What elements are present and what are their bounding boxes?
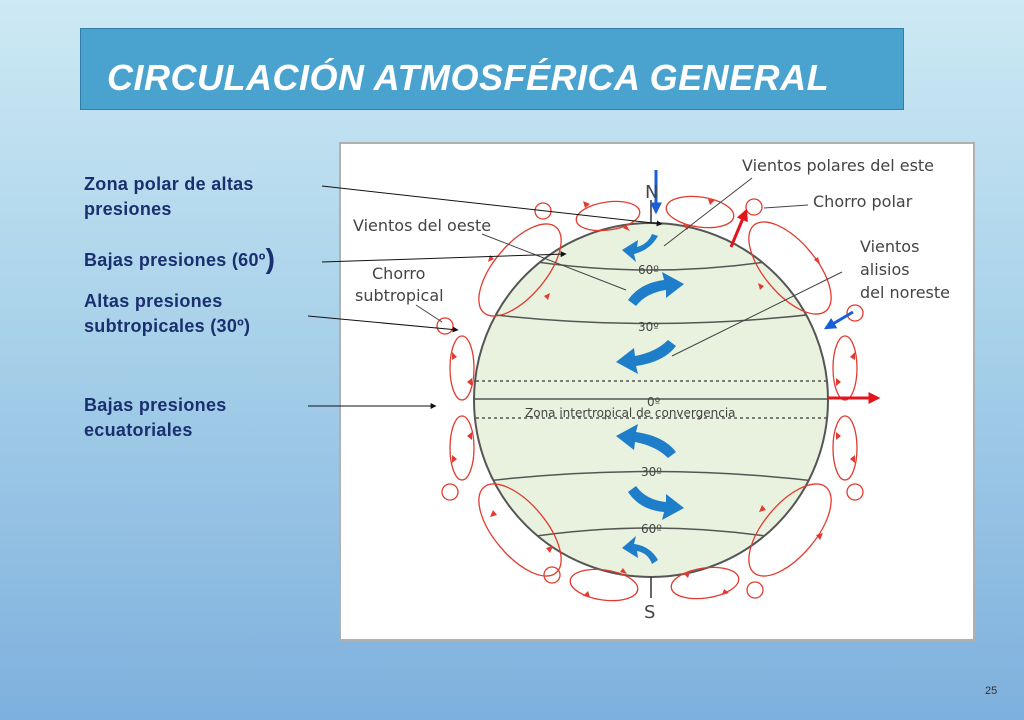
label-westerlies: Vientos del oeste [353, 216, 491, 235]
subtropical-jet-circle-w [436, 317, 454, 335]
label-polar-high-line2: presiones [84, 199, 172, 219]
wind-arrow-trade-s [616, 424, 676, 458]
hadley-cell-ne [832, 335, 858, 401]
label-lat-30n: 30º [638, 320, 659, 334]
label-polar-high: Zona polar de altas presiones [84, 172, 254, 222]
hadley-cell-sw [449, 415, 475, 481]
label-trade-winds-3: del noreste [860, 283, 950, 302]
label-subtropical-high-line1: Altas presiones [84, 291, 223, 311]
circulation-cells [436, 195, 864, 602]
hadley-cell-se [832, 415, 858, 481]
wind-arrow-westerly-s [628, 486, 684, 520]
jet-circle-s1 [543, 566, 561, 584]
label-south: S [644, 602, 655, 623]
label-trade-winds-1: Vientos [860, 237, 919, 256]
cell-arrowheads [452, 199, 855, 597]
label-lat-60n: 60º [638, 263, 659, 277]
label-equatorial-low-line1: Bajas presiones [84, 395, 227, 415]
wind-arrows [616, 234, 684, 564]
title-box: CIRCULACIÓN ATMOSFÉRICA GENERAL [80, 28, 904, 110]
wind-arrow-trade-n [616, 340, 676, 374]
label-lat-0: 0º [647, 395, 661, 409]
wind-arrow-polar-easterly-s [622, 536, 658, 564]
label-lat-60s: 60º [641, 522, 662, 536]
hadley-cell-nw [449, 335, 475, 401]
label-low-60-text: Bajas presiones (60º [84, 250, 266, 270]
label-equatorial-low: Bajas presiones ecuatoriales [84, 393, 227, 443]
label-trade-winds-2: alisios [860, 260, 910, 279]
ferrel-cell-sw [478, 483, 562, 577]
polar-cell-se [670, 566, 740, 600]
label-polar-easterlies: Vientos polares del este [742, 156, 934, 175]
subtropical-jet-circle-e [846, 304, 864, 322]
label-itcz: Zona intertropical de convergencia [525, 406, 736, 420]
latitude-line-30n [474, 311, 828, 325]
label-equatorial-low-line2: ecuatoriales [84, 420, 193, 440]
red-arrow-polar-jet [729, 208, 748, 248]
wind-arrow-polar-easterly-n [622, 234, 658, 262]
jet-circle-se [846, 483, 864, 501]
ferrel-cell-nw [478, 223, 562, 317]
label-low-60: Bajas presiones (60º) [84, 243, 276, 274]
ferrel-cell-ne [748, 221, 832, 315]
label-pointer-lines [307, 185, 663, 409]
polar-cell-ne [665, 195, 735, 229]
label-subtropical-high-line2: subtropicales (30º) [84, 316, 251, 336]
polar-cell-nw [575, 200, 641, 232]
pointer-low-60 [321, 251, 567, 263]
label-polar-high-line1: Zona polar de altas [84, 174, 254, 194]
label-subtropical-high: Altas presiones subtropicales (30º) [84, 289, 250, 339]
polar-cell-sw [569, 568, 639, 602]
blue-arrow-trade [823, 310, 854, 330]
ferrel-cell-se [748, 483, 832, 577]
label-north: N [645, 182, 658, 203]
label-lat-30s: 30º [641, 465, 662, 479]
jet-circle-nw [534, 202, 552, 220]
label-subtropical-jet-2: subtropical [355, 286, 444, 305]
pointer-polar-high [321, 185, 663, 227]
jet-circle-s2 [746, 581, 764, 599]
latitude-line-30s [474, 470, 828, 484]
jet-circle-sw [441, 483, 459, 501]
label-subtropical-jet-1: Chorro [372, 264, 425, 283]
page-number: 25 [985, 685, 998, 697]
diagram-leader-lines [415, 177, 843, 357]
slide-title: CIRCULACIÓN ATMOSFÉRICA GENERAL [107, 57, 830, 98]
pointer-subtropical-high [307, 315, 459, 333]
label-low-60-paren: ) [265, 243, 276, 274]
wind-arrow-westerly-n [628, 272, 684, 306]
label-polar-jet: Chorro polar [813, 192, 913, 211]
polar-jet-circle [745, 198, 763, 216]
